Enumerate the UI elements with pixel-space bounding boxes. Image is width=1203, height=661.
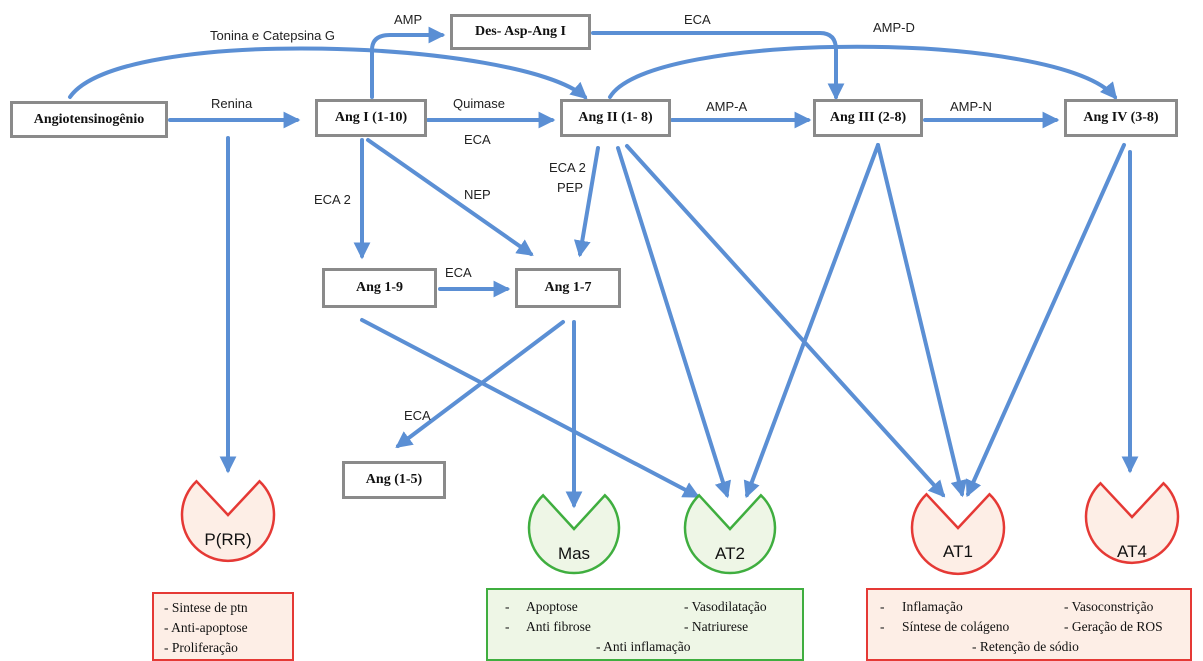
- effect-prr-2: - Anti-apoptose: [164, 620, 248, 635]
- node-ang-ii-label: Ang II (1- 8): [578, 110, 653, 125]
- effect-mas-at2-anti-inflamacao: - Anti inflamação: [596, 639, 691, 654]
- node-ang-i-label: Ang I (1-10): [334, 110, 408, 125]
- effect-prr-1: - Sintese de ptn: [164, 600, 248, 615]
- effect-prr-3: - Proliferação: [164, 640, 238, 655]
- enzyme-amp-a: AMP-A: [706, 99, 748, 114]
- receptor-at4-label: AT4: [1117, 542, 1147, 561]
- node-ang-1-7: Ang 1-7: [515, 268, 621, 308]
- effect-mas-at2-apoptose: Apoptose: [526, 599, 578, 614]
- effect-mas-at2-dash-1: -: [505, 599, 510, 614]
- node-ang-iii: Ang III (2-8): [813, 99, 923, 137]
- arrow-ang-iv-at1: [965, 143, 1126, 498]
- enzyme-eca2-left: ECA 2: [314, 192, 351, 207]
- arrow-ang-1-9-at2: [360, 318, 700, 498]
- arrow-ang-1-7-ang-1-5: [395, 320, 565, 449]
- arrow-ang-ii-at2: [616, 146, 731, 499]
- effect-at1-inflamacao: Inflamação: [902, 599, 963, 614]
- effects-mas-at2-box: - Apoptose - Vasodilatação - Anti fibros…: [486, 588, 804, 661]
- node-angiotensinogenio: Angiotensinogênio: [10, 101, 168, 138]
- receptor-at2-label: AT2: [715, 544, 745, 563]
- effect-mas-at2-dash-2: -: [505, 619, 510, 634]
- node-ang-1-7-label: Ang 1-7: [544, 280, 592, 295]
- node-ang-i: Ang I (1-10): [315, 99, 427, 137]
- effect-at1-geracao-ros: - Geração de ROS: [1064, 619, 1163, 634]
- effect-at1-sintese-colageno: Síntese de colágeno: [902, 619, 1010, 634]
- node-des-asp-ang-i: Des- Asp-Ang I: [450, 14, 591, 50]
- arrow-ang-ii-at1: [625, 144, 946, 498]
- node-ang-1-9-label: Ang 1-9: [355, 280, 404, 295]
- node-des-asp-label: Des- Asp-Ang I: [474, 24, 566, 39]
- arrow-ang-iii-at2: [743, 143, 880, 499]
- at1-receptor-shape: [910, 492, 1006, 575]
- arrow-ang-i-des-asp: [370, 26, 446, 99]
- node-ang-1-5-label: Ang (1-5): [365, 472, 423, 487]
- enzyme-eca-ang-i-ang-ii: ECA: [464, 132, 491, 147]
- enzyme-renina: Renina: [211, 96, 253, 111]
- at2-receptor-shape: [683, 493, 777, 575]
- arrow-ang-i-ang-1-7: [366, 138, 534, 256]
- effect-mas-at2-natriurese: - Natriurese: [684, 619, 749, 634]
- enzyme-eca-ang-1-5: ECA: [404, 408, 431, 423]
- enzyme-amp-d: AMP-D: [873, 20, 915, 35]
- node-ang-iii-label: Ang III (2-8): [829, 110, 907, 125]
- enzyme-eca2-pep-2: PEP: [557, 180, 584, 195]
- arrow-ang-iii-at1: [876, 143, 968, 498]
- prr-receptor-shape: [180, 479, 276, 562]
- receptor-at1-label: AT1: [943, 542, 973, 561]
- effects-prr-box: - Sintese de ptn - Anti-apoptose - Proli…: [152, 592, 294, 661]
- node-ang-iv: Ang IV (3-8): [1064, 99, 1178, 137]
- node-ang-ii: Ang II (1- 8): [560, 99, 671, 137]
- node-angiotensinogenio-label: Angiotensinogênio: [33, 111, 145, 127]
- enzyme-eca-19-17: ECA: [445, 265, 472, 280]
- effect-at1-dash-1: -: [880, 599, 885, 614]
- effect-at1-retencao-sodio: - Retenção de sódio: [972, 639, 1079, 654]
- receptor-prr-label: P(RR): [204, 530, 252, 549]
- effect-at1-dash-2: -: [880, 619, 885, 634]
- arrow-ang-ii-ang-1-7: [573, 146, 600, 258]
- effect-mas-at2-vasodilatacao: - Vasodilatação: [684, 599, 767, 614]
- arrow-des-asp-ang-iii: [591, 31, 845, 101]
- enzyme-amp-n: AMP-N: [950, 99, 992, 114]
- receptor-mas-label: Mas: [557, 544, 591, 563]
- node-ang-1-9: Ang 1-9: [322, 268, 437, 308]
- mas-receptor-shape: [527, 493, 621, 575]
- enzyme-amp: AMP: [394, 12, 423, 27]
- at4-receptor-shape: [1084, 481, 1180, 564]
- enzyme-eca2-pep-1: ECA 2: [549, 160, 586, 175]
- effect-at1-vasoconstricao: - Vasoconstrição: [1064, 599, 1154, 614]
- node-ang-iv-label: Ang IV (3-8): [1083, 110, 1159, 125]
- enzyme-nep: NEP: [464, 187, 491, 202]
- enzyme-quimase: Quimase: [453, 96, 506, 111]
- node-ang-1-5: Ang (1-5): [342, 461, 446, 499]
- enzyme-tonina-catepsina: Tonina e Catepsina G: [210, 28, 336, 43]
- effect-mas-at2-anti-fibrose: Anti fibrose: [526, 619, 591, 634]
- arrow-tonina-ang-ii: [68, 46, 588, 100]
- arrow-ang-ii-ang-iv: [608, 44, 1118, 100]
- effects-at1-at4-box: - Inflamação - Vasoconstrição - Síntese …: [866, 588, 1192, 661]
- enzyme-eca-top: ECA: [684, 12, 711, 27]
